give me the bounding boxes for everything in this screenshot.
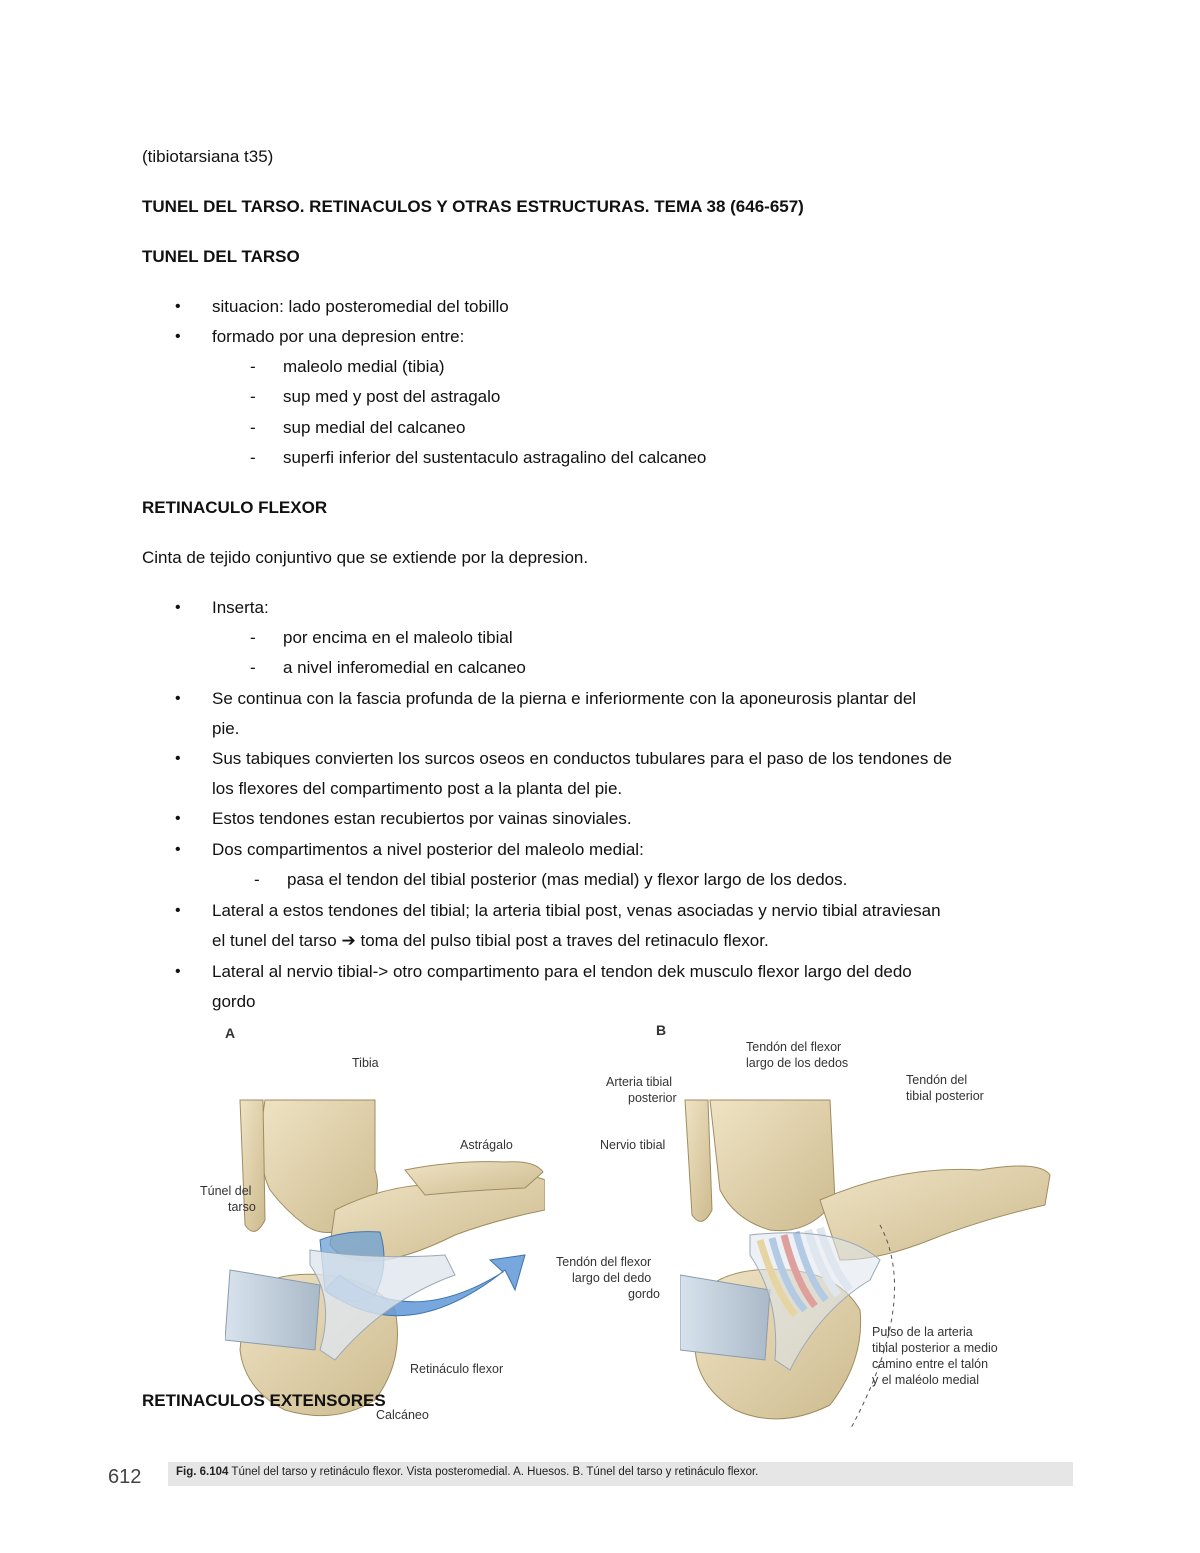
- list-item-continuation: pie.: [212, 719, 240, 738]
- sub-list-item: superfi inferior del sustentaculo astrag…: [283, 448, 707, 467]
- subtitle: (tibiotarsiana t35): [142, 147, 274, 166]
- label-tibial-post-line1: Tendón del: [906, 1073, 968, 1087]
- figure-caption: Fig. 6.104 Túnel del tarso y retináculo …: [176, 1466, 758, 1478]
- label-calcaneo: Calcáneo: [376, 1408, 429, 1422]
- tarsal-tunnel-illustration: [680, 1099, 1051, 1431]
- label-flexor-dedos-line1: Tendón del flexor: [746, 1040, 842, 1054]
- label-pulso-line4: y el maléolo medial: [872, 1373, 979, 1387]
- section-heading-retinaculo: RETINACULO FLEXOR: [142, 498, 328, 517]
- label-arteria-line1: Arteria tibial: [606, 1075, 672, 1089]
- dash-icon: -: [250, 357, 256, 376]
- figure-panel-a-label: A: [225, 1025, 236, 1041]
- figure-number: Fig. 6.104: [176, 1466, 229, 1478]
- page-number: 612: [108, 1466, 142, 1488]
- label-pulso-line3: camino entre el talón: [872, 1357, 989, 1371]
- bullet-icon: •: [175, 599, 181, 616]
- sub-list-item: sup med y post del astragalo: [283, 387, 501, 406]
- sub-list-item: por encima en el maleolo tibial: [283, 628, 513, 647]
- figure-caption-text: Túnel del tarso y retináculo flexor. Vis…: [231, 1466, 759, 1478]
- label-tibial-post-line2: tibial posterior: [906, 1089, 984, 1103]
- figure-caption-bar: Fig. 6.104 Túnel del tarso y retináculo …: [168, 1462, 1073, 1486]
- label-retinaculo: Retináculo flexor: [410, 1362, 504, 1376]
- arrow-right-icon: ➔: [341, 931, 356, 950]
- list-item: Lateral al nervio tibial-> otro comparti…: [212, 962, 912, 981]
- list-item-continuation: gordo: [212, 992, 256, 1011]
- bullet-icon: •: [175, 750, 181, 767]
- bullet-icon: •: [175, 810, 181, 827]
- page-heading: TUNEL DEL TARSO. RETINACULOS Y OTRAS EST…: [142, 197, 804, 216]
- list-item: situacion: lado posteromedial del tobill…: [212, 297, 509, 316]
- label-pulso-line2: tibial posterior a medio: [872, 1341, 998, 1355]
- bullet-icon: •: [175, 690, 181, 707]
- list-item: Estos tendones estan recubiertos por vai…: [212, 809, 632, 828]
- label-tunel-line2: tarso: [228, 1200, 256, 1214]
- sub-list-item: a nivel inferomedial en calcaneo: [283, 658, 526, 677]
- label-arteria-line2: posterior: [628, 1091, 677, 1105]
- paragraph: Cinta de tejido conjuntivo que se extien…: [142, 548, 589, 567]
- bullet-icon: •: [175, 298, 181, 315]
- dash-icon: -: [250, 628, 256, 647]
- list-item: formado por una depresion entre:: [212, 327, 465, 346]
- dash-icon: -: [250, 448, 256, 467]
- bullet-icon: •: [175, 963, 181, 980]
- dash-icon: -: [254, 870, 260, 889]
- section-heading-extensores: RETINACULOS EXTENSORES: [142, 1391, 386, 1410]
- section-heading-tunel: TUNEL DEL TARSO: [142, 247, 300, 266]
- label-tunel-line1: Túnel del: [200, 1184, 252, 1198]
- list-item: Sus tabiques convierten los surcos oseos…: [212, 749, 952, 768]
- list-item: Dos compartimentos a nivel posterior del…: [212, 840, 644, 859]
- dash-icon: -: [250, 658, 256, 677]
- label-flexor-gordo-line3: gordo: [628, 1287, 660, 1301]
- list-item-continuation: el tunel del tarso ➔ toma del pulso tibi…: [212, 930, 769, 952]
- sub-list-item: pasa el tendon del tibial posterior (mas…: [287, 870, 848, 889]
- label-flexor-gordo-line2: largo del dedo: [572, 1271, 652, 1285]
- list-item: Se continua con la fascia profunda de la…: [212, 689, 917, 708]
- list-item: Inserta:: [212, 598, 269, 617]
- sub-list-item: sup medial del calcaneo: [283, 418, 466, 437]
- bullet-icon: •: [175, 841, 181, 858]
- label-flexor-dedos-line2: largo de los dedos: [746, 1056, 849, 1070]
- sub-list-item: maleolo medial (tibia): [283, 357, 445, 376]
- bullet-icon: •: [175, 902, 181, 919]
- list-item: Lateral a estos tendones del tibial; la …: [212, 901, 941, 920]
- dash-icon: -: [250, 387, 256, 406]
- label-nervio: Nervio tibial: [600, 1138, 666, 1152]
- bullet-icon: •: [175, 328, 181, 345]
- dash-icon: -: [250, 418, 256, 437]
- list-item-text: el tunel del tarso: [212, 931, 337, 950]
- label-tibia: Tibia: [352, 1056, 379, 1070]
- ankle-bones-illustration: [225, 1099, 545, 1417]
- label-pulso-line1: Pulso de la arteria: [872, 1325, 973, 1339]
- list-item-continuation: los flexores del compartimento post a la…: [212, 779, 623, 798]
- label-flexor-gordo-line1: Tendón del flexor: [556, 1255, 652, 1269]
- figure-panel-b-label: B: [656, 1022, 667, 1038]
- list-item-text: toma del pulso tibial post a traves del …: [360, 931, 769, 950]
- label-astragalo: Astrágalo: [460, 1138, 513, 1152]
